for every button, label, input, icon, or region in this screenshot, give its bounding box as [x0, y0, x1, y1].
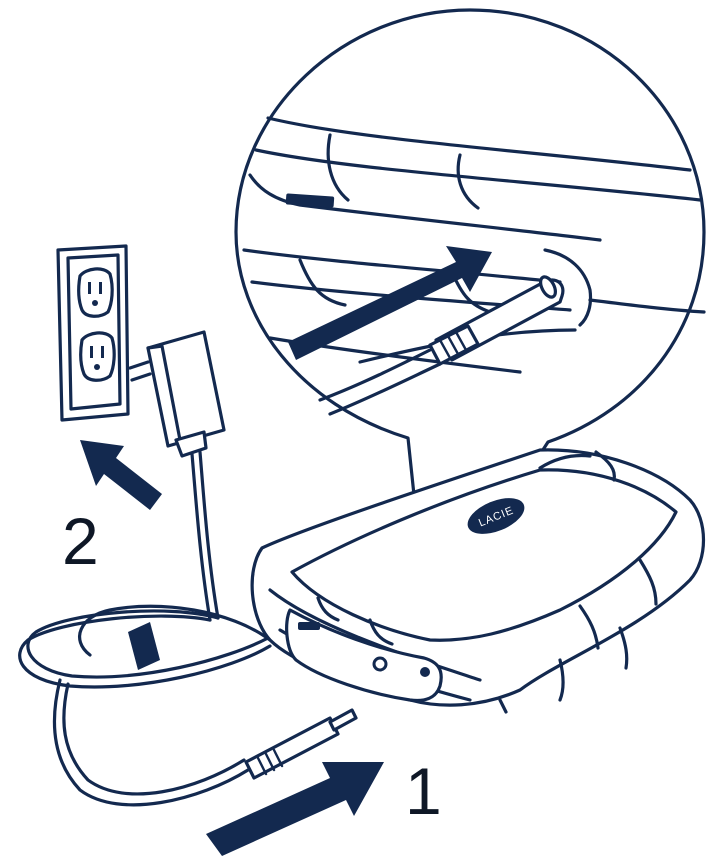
step-2-label: 2 [62, 504, 99, 578]
zoomed-insert-arrow [288, 246, 492, 360]
drive-port [372, 656, 388, 672]
rugged-drive-icon: LACIE [250, 448, 706, 714]
zoomed-dc-plug [318, 275, 565, 416]
zoomed-led-slot [285, 193, 335, 208]
power-cable [18, 604, 272, 807]
power-adapter-icon [128, 330, 226, 622]
drive-led-slot [298, 622, 320, 630]
dc-plug-icon [244, 708, 358, 780]
outlet-arrow-icon [80, 440, 162, 510]
lacie-logo: LACIE [467, 498, 525, 534]
cable-strap [128, 622, 160, 670]
drive-power-led [420, 667, 430, 677]
wall-outlet-icon [56, 244, 130, 422]
step-1-label: 1 [405, 754, 442, 828]
insert-arrow-icon [206, 762, 384, 856]
zoomed-drive-edge [242, 116, 706, 416]
